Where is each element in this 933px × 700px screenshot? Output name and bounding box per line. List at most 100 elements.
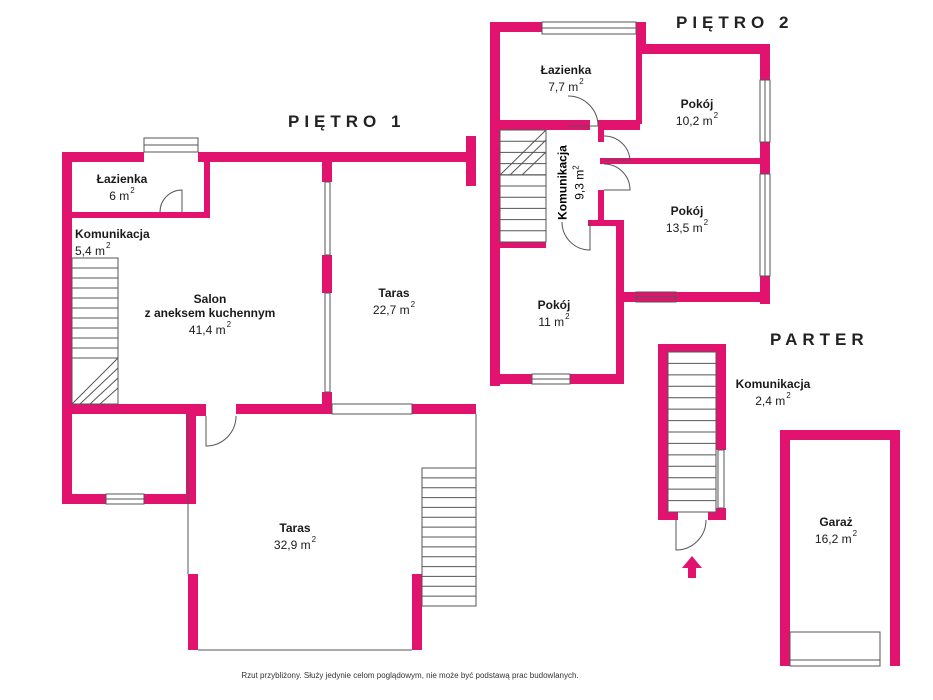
stairs-parter <box>667 351 717 513</box>
room-name: Komunikacja <box>75 227 150 241</box>
room-label-pokoj-2: Pokój 13,5 m2 <box>647 204 727 235</box>
wall-segment <box>322 162 332 182</box>
room-name: Taras <box>279 521 311 535</box>
wall-segment <box>760 44 770 80</box>
room-area: 6 m2 <box>109 186 135 203</box>
wall-segment <box>600 158 770 164</box>
wall-segment <box>598 130 604 142</box>
wall-segment <box>144 494 196 504</box>
door-swing <box>603 163 631 191</box>
window-frame <box>324 181 331 256</box>
wall-segment <box>598 120 640 130</box>
window-frame <box>331 403 413 415</box>
room-name: Pokój <box>680 97 714 111</box>
wall-segment <box>62 152 72 504</box>
door-swing <box>561 221 591 251</box>
wall-segment <box>466 136 476 186</box>
wall-segment <box>636 54 642 124</box>
wall-segment <box>500 242 546 248</box>
room-label-komunikacja-1: Komunikacja 5,4 m2 <box>75 227 150 258</box>
room-area: 11 m2 <box>538 312 570 329</box>
wall-segment <box>196 404 206 416</box>
wall-segment <box>598 190 604 220</box>
room-label-lazienka-2: Łazienka 7,7 m2 <box>526 63 606 94</box>
window-frame <box>717 449 725 509</box>
wall-segment <box>322 392 332 412</box>
room-area: 41,4 m2 <box>188 320 232 337</box>
room-label-salon: Salon z aneksem kuchennym 41,4 m2 <box>130 292 290 337</box>
wall-segment <box>490 22 500 386</box>
disclaimer-footnote: Rzut przybliżony. Służy jedynie celom po… <box>241 671 579 680</box>
wall-segment <box>62 494 106 504</box>
room-name-line1: Salon <box>193 292 227 306</box>
wall-segment <box>236 404 332 414</box>
room-area: 10,2 m2 <box>675 111 719 128</box>
wall-segment <box>204 162 210 218</box>
wall-segment <box>198 152 476 162</box>
room-name: Garaż <box>819 515 853 529</box>
wall-segment <box>890 656 900 666</box>
door-swing <box>567 95 599 127</box>
wall-segment <box>188 574 198 650</box>
wall-segment <box>658 512 678 520</box>
room-area: 9,3 m2 <box>571 165 587 200</box>
wall-segment <box>62 152 144 162</box>
wall-segment <box>636 22 646 44</box>
wall-segment <box>412 574 422 650</box>
stairs-winder-2 <box>499 129 547 176</box>
room-area: 2,4 m2 <box>755 391 791 408</box>
room-label-pokoj-1: Pokój 10,2 m2 <box>657 97 737 128</box>
wall-segment <box>708 512 726 520</box>
room-name: Pokój <box>537 298 571 312</box>
wall-segment <box>890 430 900 666</box>
wall-segment <box>490 22 500 32</box>
room-name: Komunikacja <box>555 145 570 220</box>
room-label-taras-1: Taras 22,7 m2 <box>354 286 434 317</box>
room-area: 22,7 m2 <box>372 300 416 317</box>
wall-segment <box>780 430 900 440</box>
wall-segment <box>500 120 590 130</box>
room-label-taras-2: Taras 32,9 m2 <box>255 521 335 552</box>
room-label-komunikacja-2: Komunikacja 9,3 m2 <box>556 123 587 243</box>
window-frame <box>789 631 881 667</box>
floor-title-pietro-1: PIĘTRO 1 <box>288 112 406 131</box>
wall-segment <box>322 255 332 293</box>
room-name: Pokój <box>670 204 704 218</box>
wall-segment <box>186 404 196 504</box>
window-frame <box>324 292 331 393</box>
wall-segment <box>616 220 624 380</box>
wall-segment <box>490 374 532 384</box>
wall-segment <box>62 404 186 414</box>
wall-segment <box>620 292 770 302</box>
wall-segment <box>588 220 624 226</box>
wall-segment <box>412 404 476 414</box>
wall-segment <box>72 212 210 218</box>
room-label-garaz: Garaż 16,2 m2 <box>796 515 876 546</box>
room-area: 16,2 m2 <box>814 529 858 546</box>
room-label-pokoj-3: Pokój 11 m2 <box>514 298 594 329</box>
walls <box>62 22 900 666</box>
stairs-winder <box>71 357 119 405</box>
door-swing <box>603 135 631 161</box>
door-swing <box>675 519 707 551</box>
room-label-komunikacja-3: Komunikacja 2,4 m2 <box>726 377 820 408</box>
wall-segment <box>716 344 726 450</box>
door-swing <box>159 189 183 213</box>
room-area: 13,5 m2 <box>665 218 709 235</box>
room-label-lazienka-1: Łazienka 6 m2 <box>82 172 162 203</box>
wall-segment <box>780 656 790 666</box>
wall-segment <box>658 344 668 520</box>
door-swing <box>205 415 237 447</box>
wall-segment <box>760 276 770 304</box>
thin-lines <box>71 21 881 667</box>
entrance-arrow-icon <box>682 556 702 578</box>
wall-segment <box>658 344 726 352</box>
room-name: Łazienka <box>540 63 592 77</box>
wall-segment <box>570 374 624 384</box>
room-area: 32,9 m2 <box>273 535 317 552</box>
floor-title-parter: PARTER <box>770 330 869 349</box>
stairs-taras <box>421 467 477 607</box>
room-name: Taras <box>378 286 410 300</box>
wall-segment <box>636 44 770 54</box>
